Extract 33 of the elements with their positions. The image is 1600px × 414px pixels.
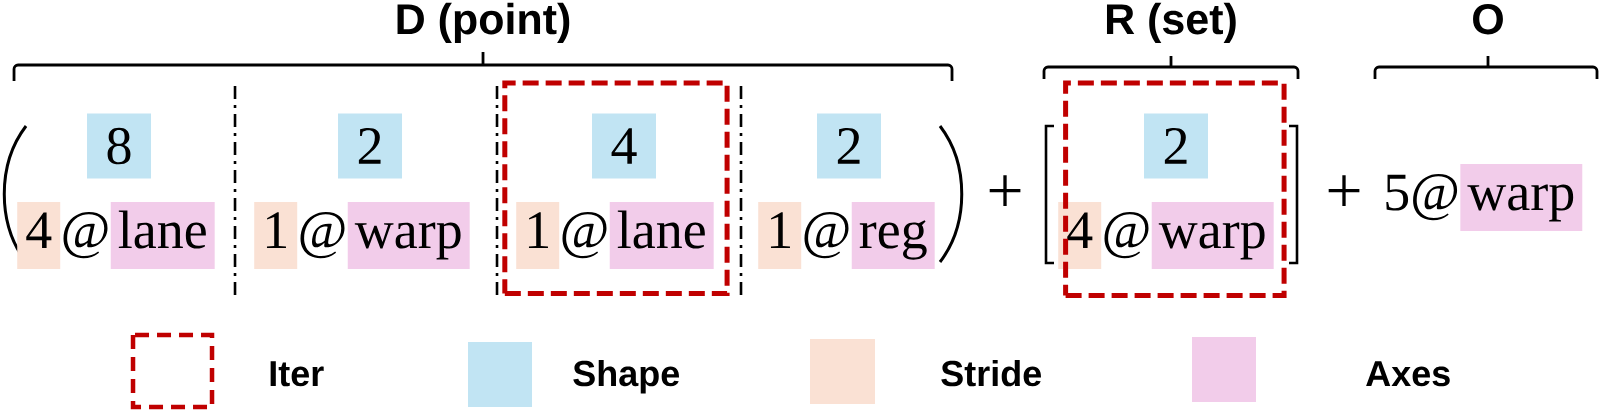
legend-label: Shape <box>573 359 679 394</box>
plus-sign: + <box>989 175 1021 207</box>
at-sign: @ <box>300 212 345 259</box>
legend-label: Stride <box>941 359 1041 387</box>
at-sign: @ <box>1104 212 1149 259</box>
legend-label: Iter <box>270 361 324 387</box>
stride-highlight: 4 <box>17 202 61 269</box>
shape-highlight: 4 <box>592 113 656 179</box>
shape-highlight: 2 <box>1144 113 1208 179</box>
axes-highlight: warp <box>1151 202 1274 269</box>
axes-highlight: lane <box>110 202 215 269</box>
brace-label: R (set) <box>1107 2 1236 43</box>
dashed-box <box>1063 80 1287 298</box>
plus-sign: + <box>1328 175 1360 207</box>
shape-highlight: 2 <box>817 113 881 179</box>
legend-label: Axes <box>1366 361 1450 387</box>
at-sign: @ <box>804 212 849 259</box>
axes-highlight: reg <box>851 202 935 269</box>
stride-highlight: 4 <box>1058 202 1102 269</box>
brace-label: D (point) <box>397 2 570 43</box>
shape-highlight: 8 <box>87 113 151 179</box>
at-sign: @ <box>562 212 607 259</box>
stride-highlight: 1 <box>516 202 560 269</box>
dashed-box <box>502 80 730 296</box>
axes-highlight: lane <box>609 202 714 269</box>
axes-highlight: warp <box>347 202 470 269</box>
stride-highlight: 1 <box>254 202 298 269</box>
stride-highlight: 1 <box>758 202 802 269</box>
at-sign: @ <box>63 212 108 259</box>
formula-text: 5@ <box>1386 174 1458 221</box>
shape-highlight: 2 <box>338 113 402 179</box>
axes-highlight: warp <box>1460 164 1583 231</box>
brace-label: O <box>1473 3 1503 35</box>
